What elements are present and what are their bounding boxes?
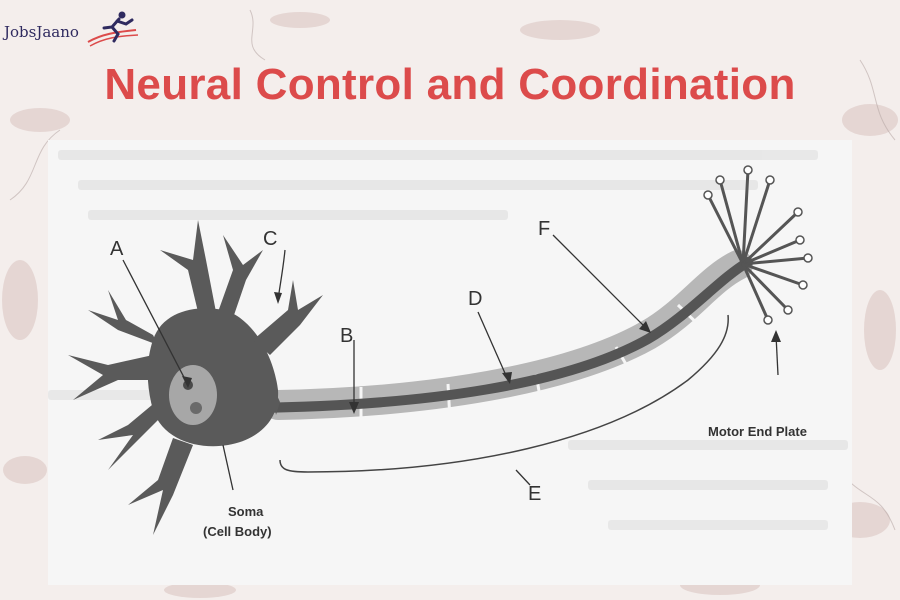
page-title: Neural Control and Coordination xyxy=(104,60,796,109)
axon-length-brace xyxy=(279,314,729,473)
label-d: D xyxy=(468,288,482,310)
nucleus xyxy=(169,365,217,425)
runner-logo-icon xyxy=(87,11,139,47)
brand-name: JobsJaano xyxy=(4,23,79,41)
brand-logo-area[interactable]: JobsJaano xyxy=(4,6,154,50)
neuron-diagram: A B C D E F Soma (Cell Body) Motor End P… xyxy=(48,140,852,585)
label-f: F xyxy=(538,218,550,240)
axon xyxy=(243,250,753,423)
soma-label: Soma xyxy=(228,504,264,519)
axon-core xyxy=(243,257,753,413)
motor-end-plate-label: Motor End Plate xyxy=(708,424,807,439)
arrowheads xyxy=(182,292,781,414)
label-b: B xyxy=(340,325,353,347)
terminal-knobs xyxy=(703,165,813,325)
cell-body-label: (Cell Body) xyxy=(203,524,272,539)
axon-terminals xyxy=(706,168,810,322)
label-c: C xyxy=(263,228,277,250)
label-a: A xyxy=(110,238,124,260)
label-e: E xyxy=(528,483,541,505)
faded-text-lines xyxy=(48,150,848,530)
nucleolus xyxy=(190,402,202,414)
